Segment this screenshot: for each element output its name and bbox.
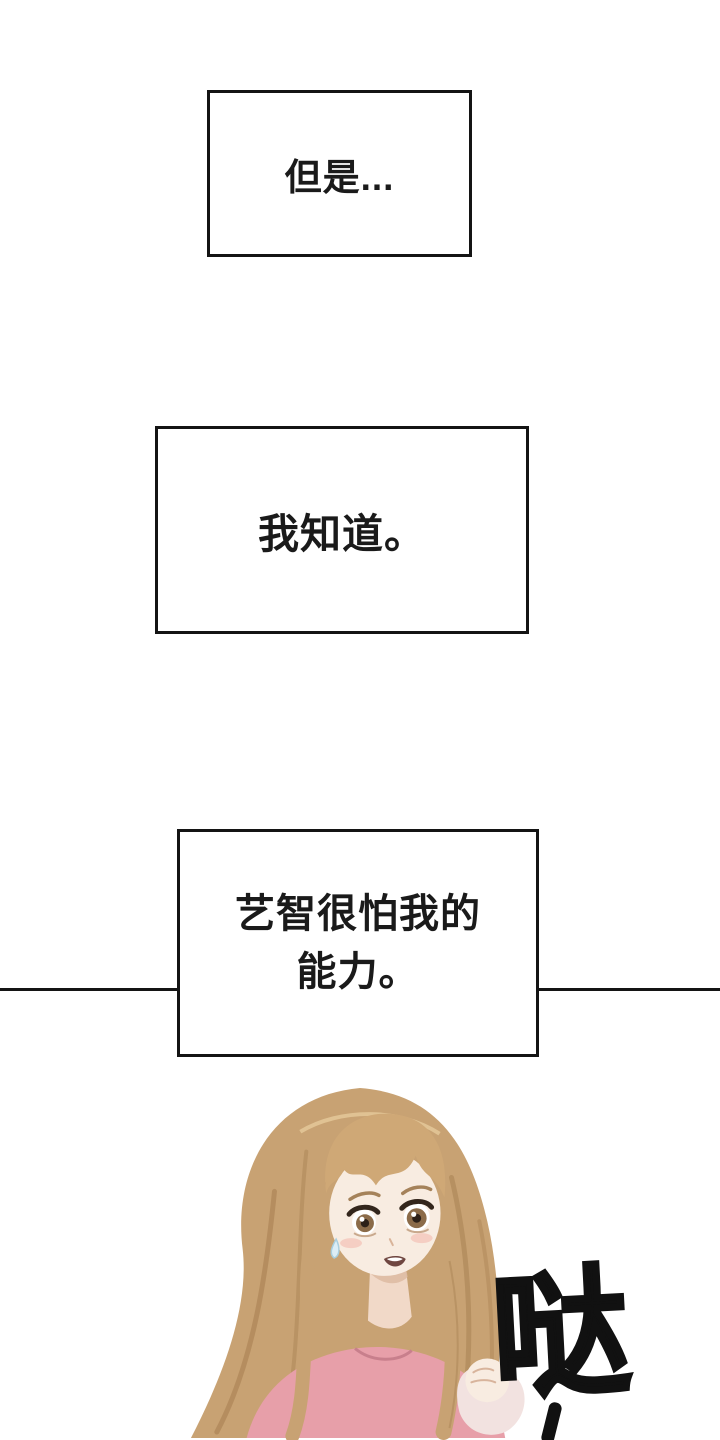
girl-hand — [457, 1358, 525, 1435]
girl-blush — [340, 1238, 362, 1249]
girl-left-eye — [346, 1204, 381, 1238]
girl-bangs — [325, 1113, 446, 1198]
caption-text: 艺智很怕我的 — [235, 892, 481, 936]
girl-front-hair — [285, 1243, 461, 1440]
girl-neck — [367, 1266, 412, 1329]
caption-text: 能力。 — [296, 950, 420, 994]
girl-mouth — [383, 1256, 406, 1267]
caption-box-2: 我知道。 — [155, 426, 529, 634]
caption-box-1: 但是... — [207, 90, 472, 257]
sfx-text: 哒 — [487, 1253, 636, 1417]
girl-blush — [410, 1233, 433, 1244]
caption-text: 我知道。 — [258, 511, 426, 557]
girl-right-eye — [399, 1198, 435, 1234]
caption-box-3: 艺智很怕我的 能力。 — [177, 829, 539, 1057]
sweat-drop — [330, 1237, 340, 1259]
caption-text: 但是... — [284, 156, 395, 198]
character-illustration — [190, 1087, 525, 1440]
